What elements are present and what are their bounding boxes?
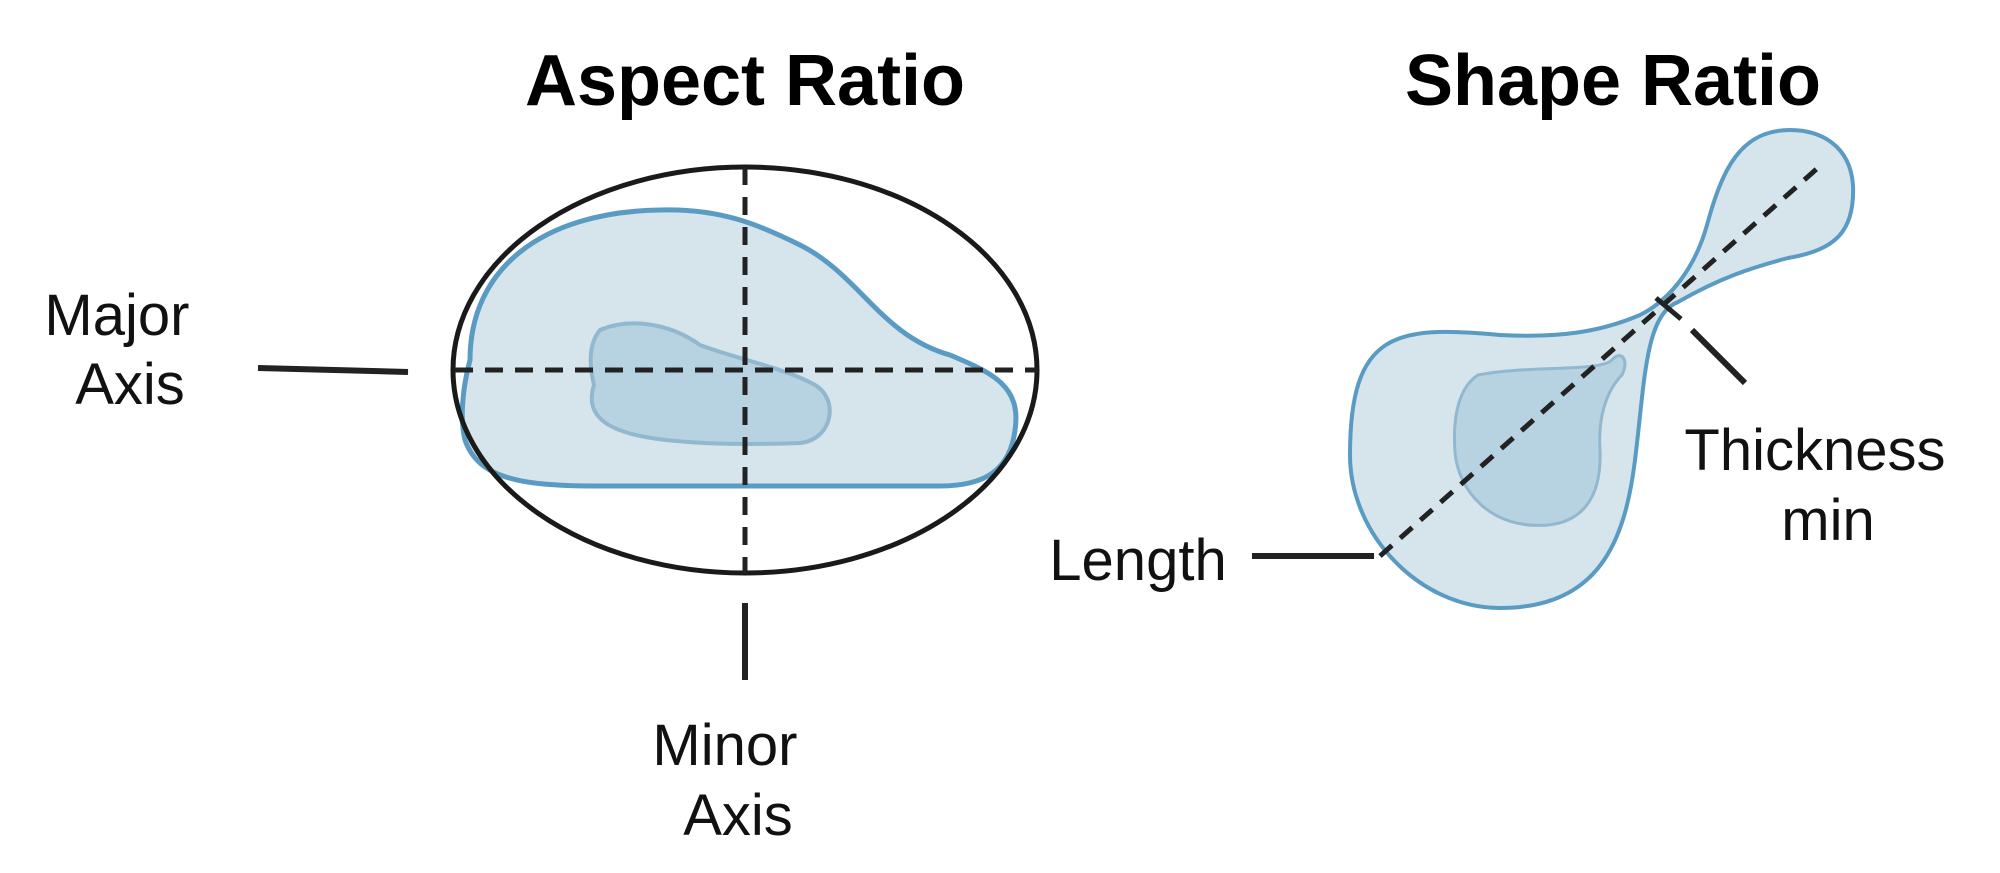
thickness-arrow xyxy=(1689,327,1748,386)
major-axis-label-line2: Axis xyxy=(75,352,185,417)
minor-axis-label: Minor Axis xyxy=(652,713,813,848)
length-label: Length xyxy=(1049,528,1226,593)
major-axis-label: Major Axis xyxy=(44,283,205,417)
aspect-ratio-title: Aspect Ratio xyxy=(525,41,965,121)
shape-ratio-title: Shape Ratio xyxy=(1405,41,1821,121)
thickness-label-line1: Thickness xyxy=(1684,418,1945,483)
major-axis-label-line1: Major xyxy=(44,283,189,348)
minor-axis-label-line2: Axis xyxy=(683,783,793,848)
shape-ratio-panel: Shape Ratio Length Thickness min xyxy=(1049,41,1961,611)
thickness-min-tick xyxy=(1654,296,1683,321)
minor-axis-label-line1: Minor xyxy=(652,713,797,778)
length-line xyxy=(1378,164,1822,558)
cell-nucleus xyxy=(588,321,832,446)
elongated-cell-nucleus xyxy=(1452,354,1627,527)
aspect-ratio-panel: Aspect Ratio Major Axis Minor Axis xyxy=(44,41,1040,848)
thickness-label-line2: min xyxy=(1781,488,1874,553)
thickness-label: Thickness min xyxy=(1684,418,1961,553)
major-axis-arrow xyxy=(257,365,409,375)
